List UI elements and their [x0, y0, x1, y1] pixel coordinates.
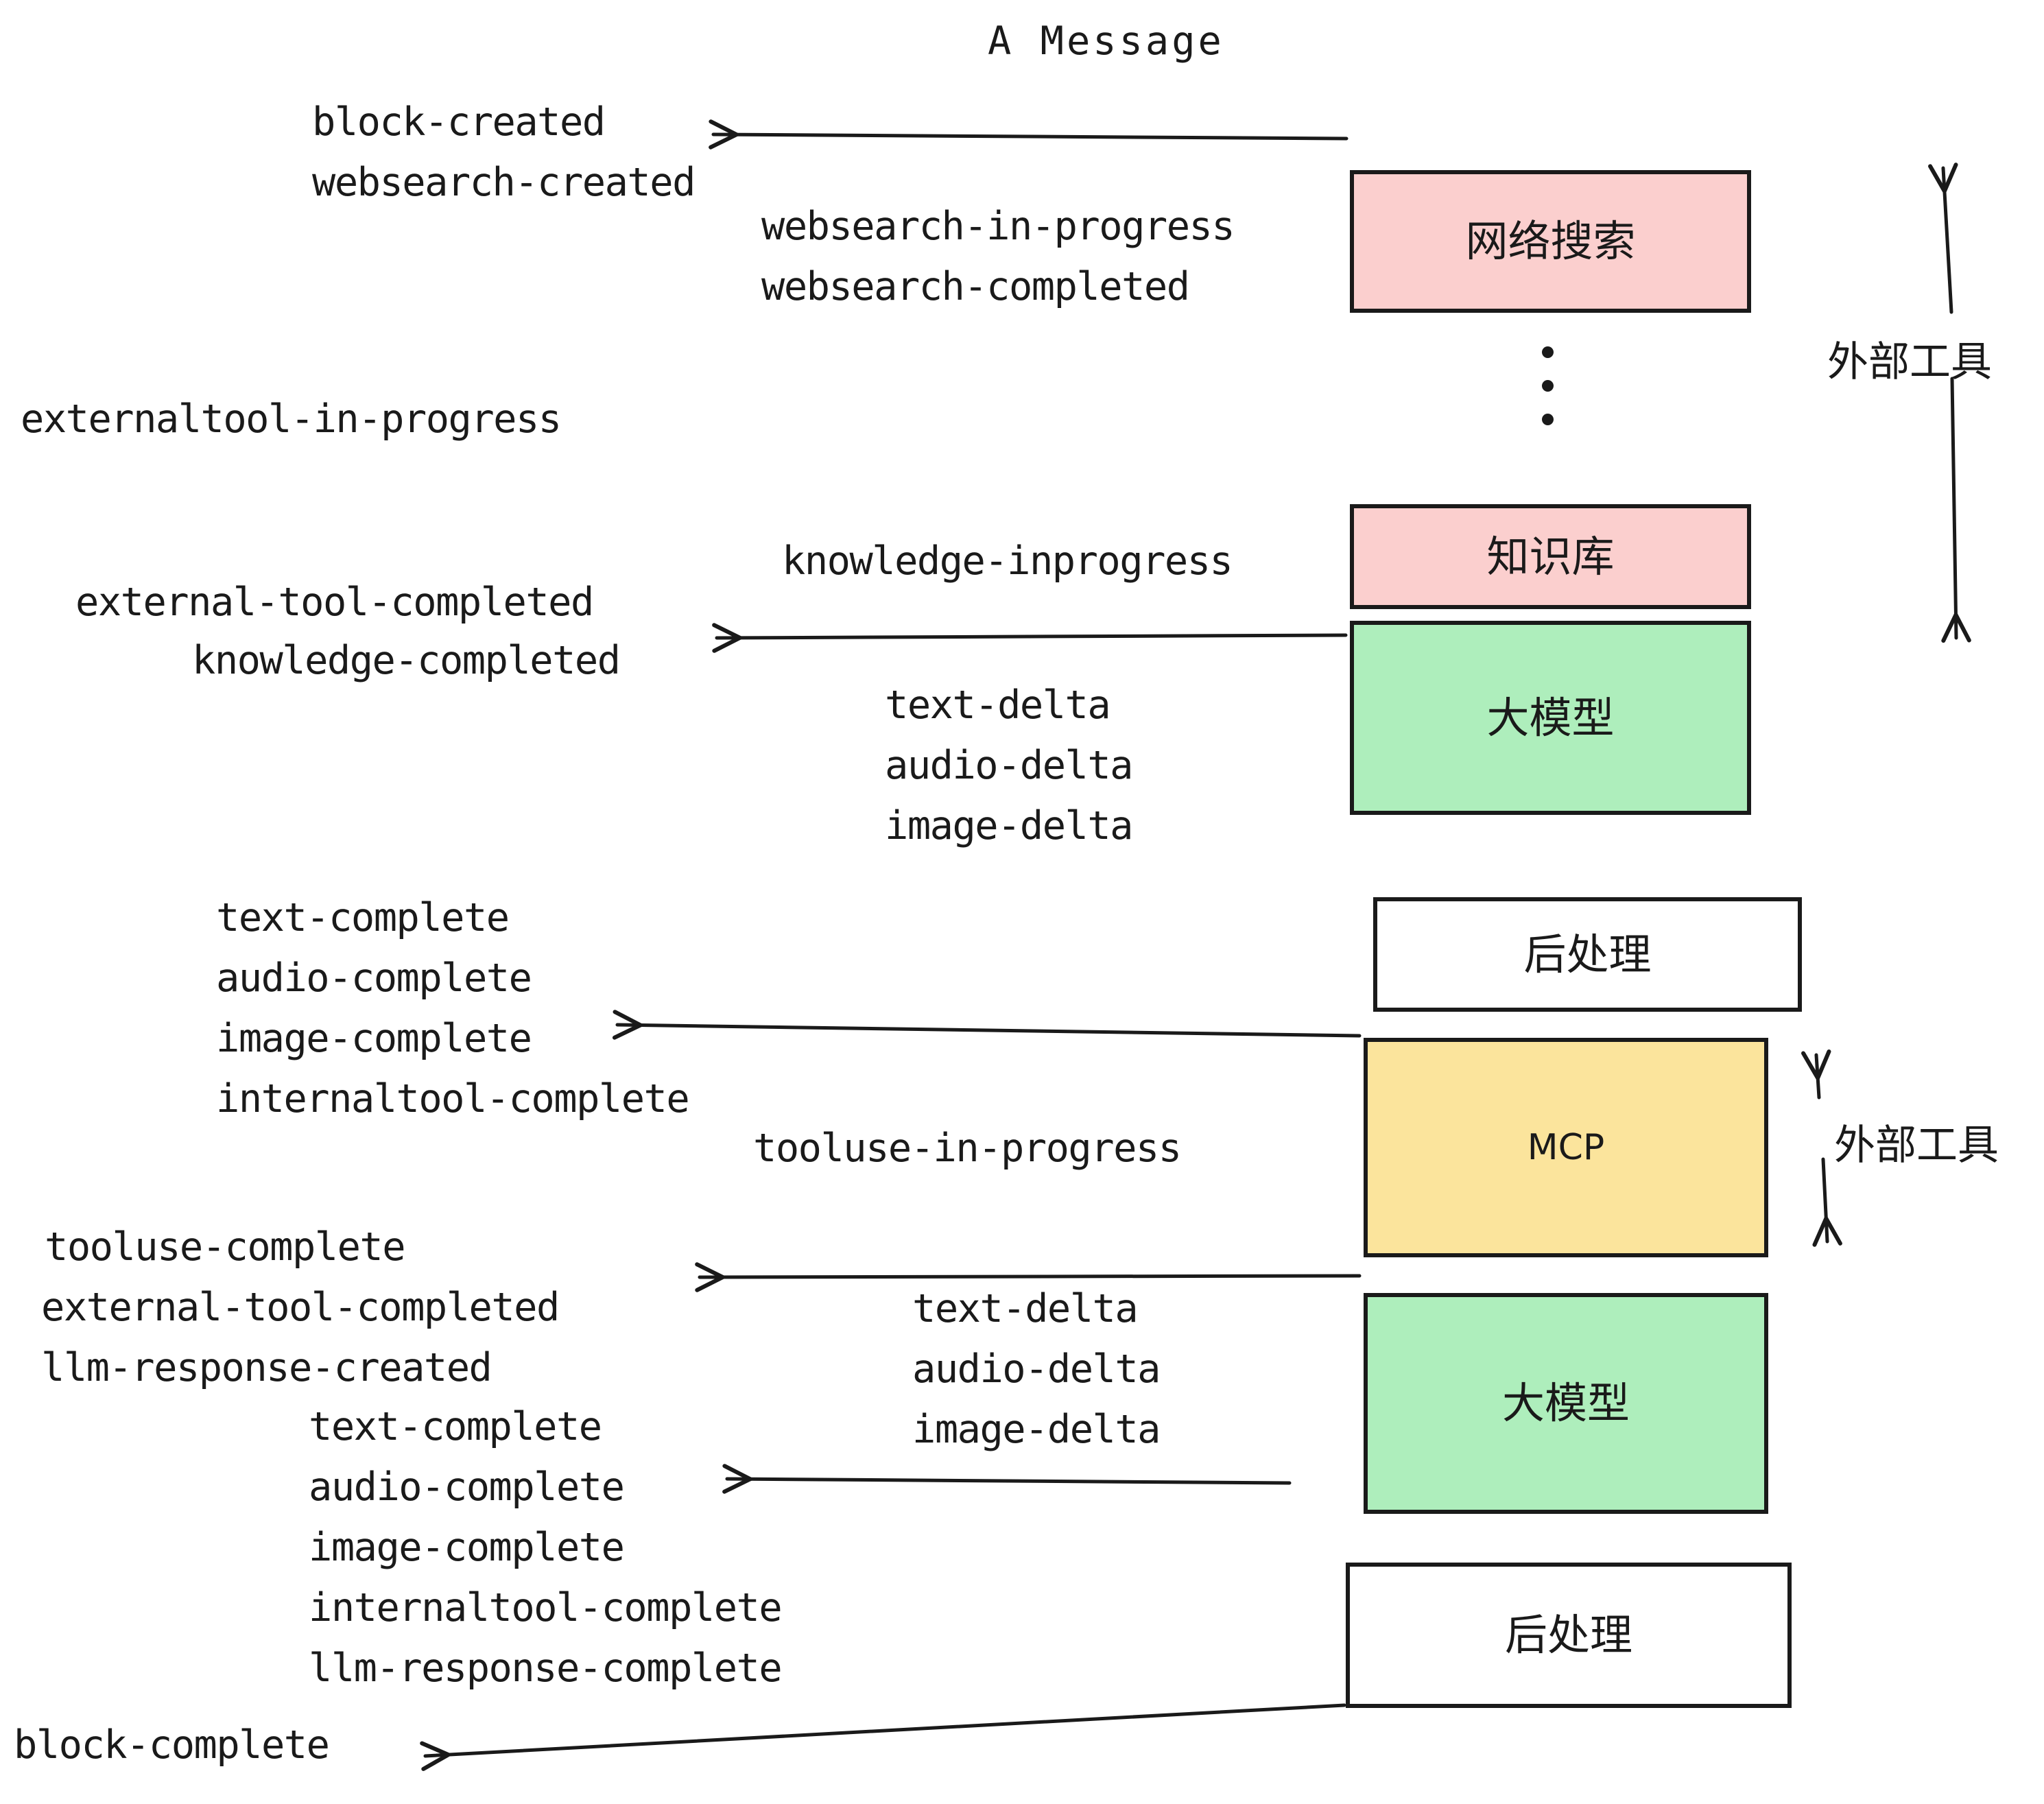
arrow-knowledge-to-knowledge-completed [712, 623, 1348, 653]
event-label-text-complete-2: text-complete [309, 1404, 602, 1449]
event-label-text-complete-1: text-complete [216, 895, 510, 940]
event-label-websearch-completed: websearch-completed [761, 264, 1190, 309]
event-label-image-complete-2: image-complete [309, 1525, 625, 1570]
event-label-tooluse-in-progress: tooluse-in-progress [753, 1126, 1182, 1171]
event-label-internaltool-complete-1: internaltool-complete [216, 1076, 690, 1121]
event-label-image-delta-1: image-delta [885, 803, 1134, 848]
arrow-postprocess-to-block-complete [420, 1703, 1346, 1771]
event-label-tooluse-complete: tooluse-complete [45, 1224, 406, 1270]
node-label: 后处理 [1504, 1610, 1632, 1660]
event-label-image-complete-1: image-complete [216, 1016, 532, 1061]
event-label-websearch-created: websearch-created [312, 160, 696, 205]
event-label-knowledge-completed: knowledge-completed [192, 638, 621, 683]
vertical-ellipsis-icon [1542, 346, 1554, 447]
node-label: 知识库 [1486, 531, 1615, 582]
event-label-knowledge-inprogress: knowledge-inprogress [782, 538, 1233, 584]
event-label-audio-delta-1: audio-delta [885, 743, 1134, 788]
node-websearch[interactable]: 网络搜索 [1350, 170, 1751, 313]
event-label-external-tool-completed-1: external-tool-completed [75, 580, 594, 625]
node-label: MCP [1527, 1127, 1605, 1168]
event-label-externaltool-in-progress: externaltool-in-progress [21, 396, 562, 442]
event-label-llm-response-created: llm-response-created [41, 1345, 492, 1390]
node-llm-1[interactable]: 大模型 [1350, 621, 1751, 815]
node-knowledge[interactable]: 知识库 [1350, 504, 1751, 609]
arrow-websearch-to-block-created [709, 119, 1348, 150]
event-label-audio-complete-1: audio-complete [216, 956, 532, 1001]
event-label-audio-complete-2: audio-complete [309, 1464, 625, 1510]
node-label: 大模型 [1486, 692, 1615, 743]
arrow-mcp-to-image-complete [612, 1010, 1362, 1040]
event-label-image-delta-2: image-delta [912, 1407, 1161, 1452]
node-postprocess-1[interactable]: 后处理 [1373, 897, 1802, 1012]
arrow-external-tool-bottom-up [1801, 1049, 1831, 1100]
event-label-text-delta-1: text-delta [885, 683, 1111, 728]
node-label: 网络搜索 [1465, 216, 1636, 266]
event-label-block-created: block-created [312, 99, 606, 145]
event-label-block-complete: block-complete [14, 1722, 330, 1768]
event-label-audio-delta-2: audio-delta [912, 1346, 1161, 1392]
event-label-llm-response-complete: llm-response-complete [309, 1646, 783, 1691]
node-label: 大模型 [1501, 1378, 1630, 1428]
node-postprocess-2[interactable]: 后处理 [1346, 1563, 1792, 1708]
node-mcp[interactable]: MCP [1364, 1038, 1768, 1257]
side-label-external-tool-top: 外部工具 [1827, 338, 1992, 386]
event-label-text-delta-2: text-delta [912, 1286, 1139, 1331]
arrow-mcp-to-tooluse-complete [695, 1262, 1362, 1292]
arrow-external-tool-top-down [1941, 377, 1971, 643]
node-label: 后处理 [1523, 929, 1652, 980]
node-llm-2[interactable]: 大模型 [1364, 1293, 1768, 1514]
arrow-llm-to-audio-complete [722, 1464, 1292, 1494]
diagram-title: A Message [988, 19, 1224, 64]
event-label-external-tool-completed-2: external-tool-completed [41, 1285, 560, 1330]
event-label-websearch-in-progress: websearch-in-progress [761, 204, 1235, 249]
side-label-external-tool-bottom: 外部工具 [1834, 1121, 1999, 1170]
arrow-external-tool-top-up [1928, 163, 1958, 314]
arrow-external-tool-bottom-down [1812, 1157, 1842, 1247]
event-label-internaltool-complete-2: internaltool-complete [309, 1585, 783, 1630]
